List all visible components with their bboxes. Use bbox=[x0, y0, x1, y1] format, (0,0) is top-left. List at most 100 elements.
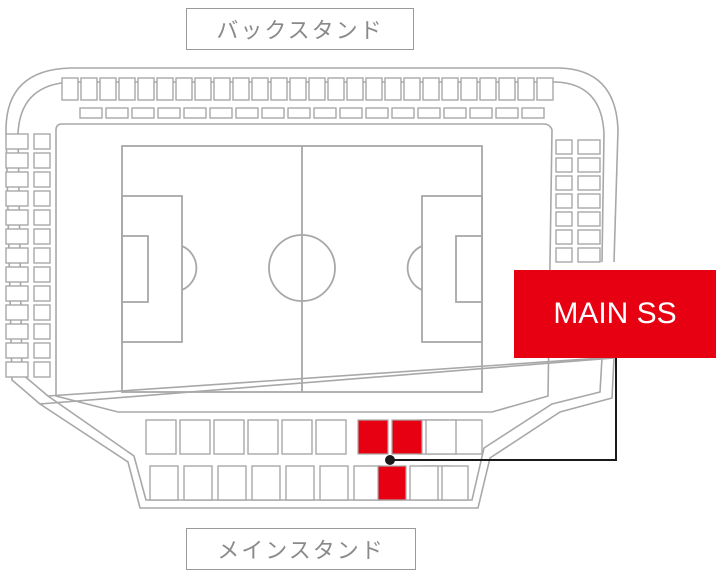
right-inner-block bbox=[555, 247, 573, 263]
back-lower-block bbox=[235, 107, 259, 119]
main-upper-block bbox=[213, 419, 245, 455]
left-stand-blocks bbox=[5, 133, 51, 378]
left-inner-block bbox=[33, 285, 51, 302]
back-lower-block bbox=[157, 107, 181, 119]
right-seat-block bbox=[577, 247, 601, 263]
back-seat-block bbox=[441, 77, 459, 101]
back-lower-block bbox=[287, 107, 311, 119]
back-seat-block bbox=[213, 77, 231, 101]
back-seat-block bbox=[270, 77, 288, 101]
back-seat-block bbox=[403, 77, 421, 101]
back-lower-block bbox=[261, 107, 285, 119]
back-seat-block bbox=[156, 77, 174, 101]
right-inner-block bbox=[555, 229, 573, 245]
right-inner-block bbox=[555, 139, 573, 155]
main-stand-blocks bbox=[145, 419, 483, 501]
callout-pointer bbox=[385, 358, 617, 465]
main-upper-block bbox=[145, 419, 177, 455]
right-seat-block bbox=[577, 139, 601, 155]
back-lower-block bbox=[313, 107, 337, 119]
back-seat-block bbox=[479, 77, 497, 101]
main-ss-seats[interactable] bbox=[357, 419, 423, 501]
left-inner-block bbox=[33, 228, 51, 245]
main-upper-block bbox=[179, 419, 211, 455]
main-lower-block bbox=[149, 465, 179, 501]
back-seat-block bbox=[308, 77, 326, 101]
main-stand-label: メインスタンド bbox=[186, 528, 416, 570]
right-inner-block bbox=[555, 157, 573, 173]
back-seat-block bbox=[365, 77, 383, 101]
back-lower-block bbox=[183, 107, 207, 119]
back-seat-block bbox=[346, 77, 364, 101]
back-seat-block bbox=[289, 77, 307, 101]
back-seat-block bbox=[80, 77, 98, 101]
back-seat-block bbox=[137, 77, 155, 101]
back-seat-block bbox=[251, 77, 269, 101]
left-inner-block bbox=[33, 247, 51, 264]
left-inner-block bbox=[33, 266, 51, 283]
right-inner-block bbox=[555, 193, 573, 209]
back-seat-block bbox=[232, 77, 250, 101]
back-lower-block bbox=[417, 107, 441, 119]
left-seat-block bbox=[5, 152, 29, 169]
left-inner-block bbox=[33, 209, 51, 226]
back-lower-block bbox=[443, 107, 467, 119]
main-upper-block bbox=[315, 419, 347, 455]
main-lower-block bbox=[251, 465, 281, 501]
back-seat-block bbox=[498, 77, 516, 101]
main-upper-block bbox=[451, 419, 483, 455]
back-seat-block bbox=[536, 77, 554, 101]
left-seat-block bbox=[5, 304, 29, 321]
back-lower-block bbox=[521, 107, 545, 119]
back-lower-block bbox=[131, 107, 155, 119]
left-inner-block bbox=[33, 304, 51, 321]
back-lower-block bbox=[339, 107, 363, 119]
right-seat-block bbox=[577, 211, 601, 227]
left-seat-block bbox=[5, 361, 29, 378]
right-inner-block bbox=[555, 175, 573, 191]
stadium-outer-outline bbox=[5, 67, 619, 509]
left-inner-block bbox=[33, 323, 51, 340]
left-seat-block bbox=[5, 247, 29, 264]
back-lower-block bbox=[365, 107, 389, 119]
back-stand-blocks bbox=[61, 77, 554, 119]
main-upper-block bbox=[281, 419, 313, 455]
left-seat-block bbox=[5, 171, 29, 188]
back-lower-block bbox=[469, 107, 493, 119]
back-seat-block bbox=[460, 77, 478, 101]
back-seat-block bbox=[422, 77, 440, 101]
left-seat-block bbox=[5, 209, 29, 226]
back-lower-block bbox=[79, 107, 103, 119]
left-inner-block bbox=[33, 361, 51, 378]
main-lower-block bbox=[217, 465, 247, 501]
right-seat-block bbox=[577, 229, 601, 245]
main-upper-block bbox=[247, 419, 279, 455]
main-lower-block bbox=[441, 465, 469, 501]
left-inner-block bbox=[33, 152, 51, 169]
main-lower-block bbox=[285, 465, 315, 501]
left-seat-block bbox=[5, 228, 29, 245]
main-lower-block bbox=[183, 465, 213, 501]
back-seat-block bbox=[99, 77, 117, 101]
left-seat-block bbox=[5, 190, 29, 207]
main-upper-block bbox=[425, 419, 457, 455]
main-lower-block bbox=[319, 465, 349, 501]
main-lower-block bbox=[409, 465, 439, 501]
right-seat-block bbox=[577, 193, 601, 209]
back-seat-block bbox=[175, 77, 193, 101]
left-seat-block bbox=[5, 323, 29, 340]
left-inner-block bbox=[33, 190, 51, 207]
back-seat-block bbox=[384, 77, 402, 101]
main-ss-callout[interactable]: MAIN SS bbox=[514, 270, 716, 358]
back-seat-block bbox=[517, 77, 535, 101]
pitch bbox=[121, 145, 483, 393]
left-seat-block bbox=[5, 285, 29, 302]
right-seat-block bbox=[577, 175, 601, 191]
back-lower-block bbox=[209, 107, 233, 119]
left-inner-block bbox=[33, 133, 51, 150]
left-inner-block bbox=[33, 171, 51, 188]
back-lower-block bbox=[495, 107, 519, 119]
left-seat-block bbox=[5, 133, 29, 150]
back-seat-block bbox=[327, 77, 345, 101]
